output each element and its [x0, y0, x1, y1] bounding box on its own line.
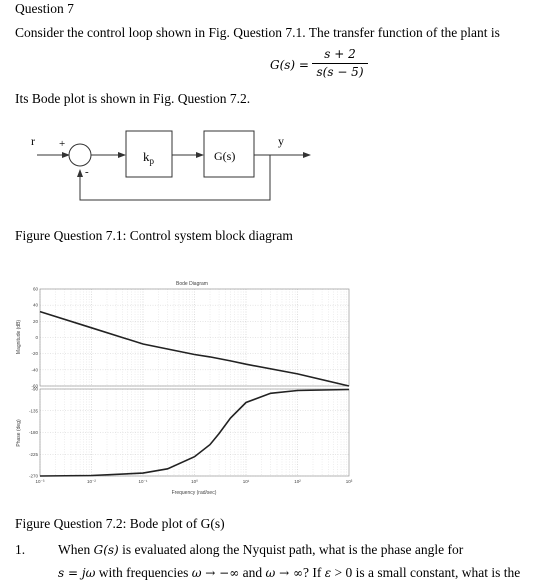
plant-block-label: G(s): [214, 149, 235, 163]
magnitude-tick-label: -40: [31, 367, 38, 372]
feedback-path: [77, 155, 271, 201]
phase-frame: [39, 388, 350, 477]
item-number: 1.: [15, 542, 26, 557]
summing-junction: [68, 143, 92, 167]
magnitude-tick-label: 20: [33, 319, 39, 324]
magnitude-tick-label: 0: [35, 335, 38, 340]
phase-tick-label: -135: [29, 408, 39, 413]
fraction-bar: [312, 63, 368, 64]
frequency-tick-label: 10⁻³: [36, 479, 45, 484]
phase-tick-label: -270: [29, 474, 39, 479]
bode-sentence: Its Bode plot is shown in Fig. Question …: [15, 91, 251, 106]
frequency-tick-labels: 10⁻³ 10⁻² 10⁻¹ 10⁰ 10¹ 10² 10³: [36, 479, 353, 484]
plus-sign: +: [59, 138, 65, 150]
frequency-tick-label: 10¹: [243, 479, 250, 484]
magnitude-tick-label: 40: [33, 303, 39, 308]
phase-tick-label: -225: [29, 452, 39, 457]
question-intro: Consider the control loop shown in Fig. …: [15, 25, 500, 40]
transfer-function-lhs: G(s) =: [270, 58, 309, 72]
magnitude-tick-label: -60: [31, 384, 38, 389]
item-line-2: s = jω with frequencies ω → −∞ and ω → ∞…: [58, 565, 521, 580]
bode-plot: Bode Diagram 60 40 20 0 -20 -40 -60 -90 -135 -18…: [16, 281, 353, 496]
frequency-xlabel: Frequency (rad/sec): [172, 490, 217, 496]
magnitude-tick-label: 60: [33, 287, 39, 292]
magnitude-frame: [39, 288, 350, 387]
gain-block-label: kp: [143, 149, 155, 166]
magnitude-curve: [39, 310, 350, 387]
frequency-tick-label: 10⁻¹: [139, 479, 148, 484]
phase-ylabel: Phase (deg): [16, 419, 22, 447]
gain-block: [125, 130, 173, 178]
frequency-tick-label: 10²: [294, 479, 301, 484]
phase-tick-label: -180: [29, 430, 39, 435]
figure-7-2-caption: Figure Question 7.2: Bode plot of G(s): [15, 516, 225, 531]
plant-block: [203, 130, 255, 178]
minus-sign: -: [85, 166, 89, 178]
item-line-1: When G(s) is evaluated along the Nyquist…: [58, 542, 464, 557]
block-diagram: r + - kp G(s) y: [31, 130, 311, 201]
phase-grid: [39, 388, 349, 477]
phase-tick-label: -90: [31, 387, 38, 392]
tf-denominator: s(s − 5): [316, 65, 364, 79]
frequency-tick-label: 10⁰: [191, 479, 198, 484]
phase-tick-labels: -90 -135 -180 -225 -270: [29, 387, 39, 479]
magnitude-grid: [39, 288, 349, 387]
magnitude-tick-labels: 60 40 20 0 -20 -40 -60: [31, 287, 38, 389]
magnitude-ylabel: Magnitude (dB): [16, 320, 22, 355]
tf-numerator: s + 2: [324, 47, 356, 61]
figure-7-1-caption: Figure Question 7.1: Control system bloc…: [15, 228, 293, 243]
output-label: y: [278, 134, 284, 148]
frequency-tick-label: 10³: [346, 479, 353, 484]
magnitude-tick-label: -20: [31, 351, 38, 356]
frequency-tick-label: 10⁻²: [87, 479, 96, 484]
phase-curve: [39, 388, 350, 477]
input-label: r: [31, 134, 35, 148]
bode-title: Bode Diagram: [176, 281, 208, 287]
transfer-function-fraction: s + 2 s(s − 5): [312, 47, 368, 80]
question-heading: Question 7: [15, 1, 74, 16]
